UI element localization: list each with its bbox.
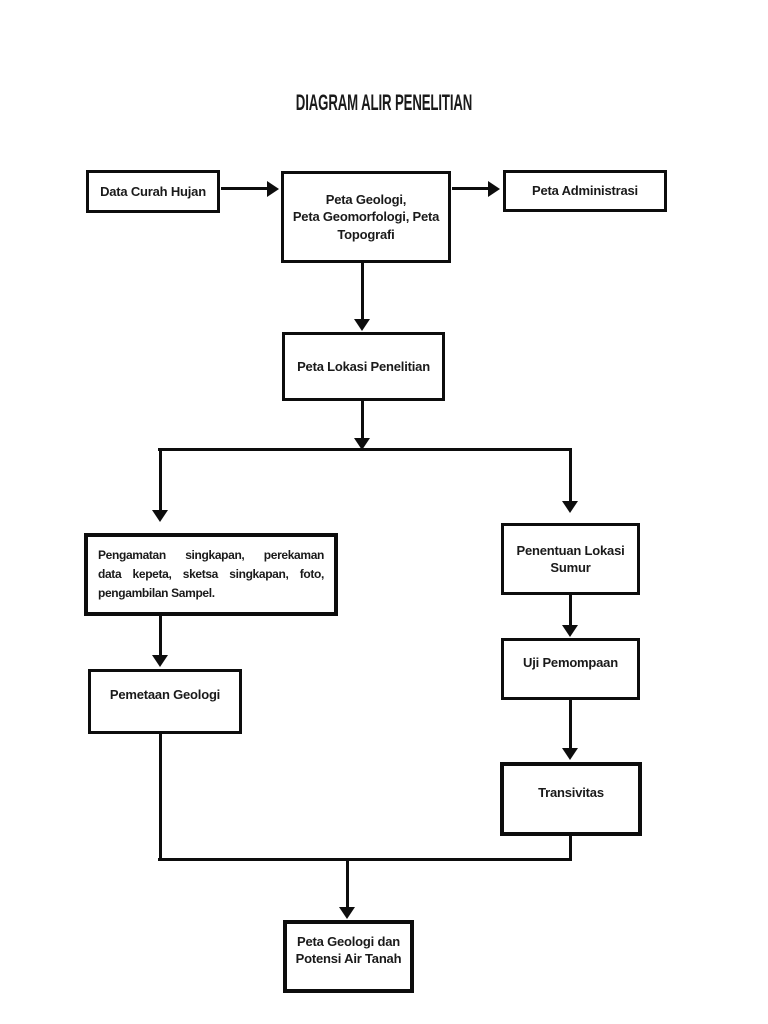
arrowhead-down-icon <box>339 907 355 919</box>
arrowhead-right-icon <box>488 181 500 197</box>
arrowhead-down-icon <box>562 748 578 760</box>
arrow-shaft-uji-to-transivitas <box>569 699 572 748</box>
arrow-shaft-hujan-to-peta <box>221 187 267 190</box>
arrow-shaft-peta-to-lokasi <box>361 263 364 319</box>
node-peta-lokasi-penelitian: Peta Lokasi Penelitian <box>282 332 445 401</box>
node-peta-geologi-geomorfologi-topografi: Peta Geologi, Peta Geomorfologi, Peta To… <box>281 171 451 263</box>
arrow-shaft-peta-to-administrasi <box>452 187 488 190</box>
pengamatan-line-2: data kepeta, sketsa singkapan, foto, <box>98 567 324 581</box>
arrow-shaft-pengamatan-to-pemetaan <box>159 615 162 655</box>
arrow-shaft-penentuan-to-uji <box>569 594 572 625</box>
merge-line-left <box>159 733 162 861</box>
arrow-shaft-split-to-penentuan <box>569 449 572 501</box>
arrowhead-down-icon <box>152 655 168 667</box>
pengamatan-line-1: Pengamatan singkapan, perekaman <box>98 548 324 562</box>
node-uji-pemompaan: Uji Pemompaan <box>501 638 640 700</box>
node-transivitas: Transivitas <box>500 762 642 836</box>
node-peta-geologi-potensi-air-tanah: Peta Geologi dan Potensi Air Tanah <box>283 920 414 993</box>
page-title: DIAGRAM ALIR PENELITIAN <box>0 92 768 114</box>
node-data-curah-hujan: Data Curah Hujan <box>86 170 220 213</box>
arrowhead-down-icon <box>152 510 168 522</box>
arrow-shaft-merge-to-hasil <box>346 859 349 907</box>
pengamatan-line-3: pengambilan Sampel. <box>98 586 215 600</box>
arrowhead-right-icon <box>267 181 279 197</box>
node-pengamatan-singkapan: Pengamatan singkapan, perekaman data kep… <box>84 533 338 616</box>
merge-line <box>158 858 572 861</box>
split-line <box>158 448 572 451</box>
arrowhead-down-icon <box>354 438 370 450</box>
node-peta-administrasi: Peta Administrasi <box>503 170 667 212</box>
arrow-shaft-lokasi-to-split <box>361 401 364 438</box>
node-pemetaan-geologi: Pemetaan Geologi <box>88 669 242 734</box>
arrowhead-down-icon <box>562 625 578 637</box>
arrow-shaft-split-to-pengamatan <box>159 449 162 510</box>
arrowhead-down-icon <box>562 501 578 513</box>
merge-line-right <box>569 835 572 861</box>
arrowhead-down-icon <box>354 319 370 331</box>
page-title-text: DIAGRAM ALIR PENELITIAN <box>295 90 473 115</box>
node-penentuan-lokasi-sumur: Penentuan Lokasi Sumur <box>501 523 640 595</box>
